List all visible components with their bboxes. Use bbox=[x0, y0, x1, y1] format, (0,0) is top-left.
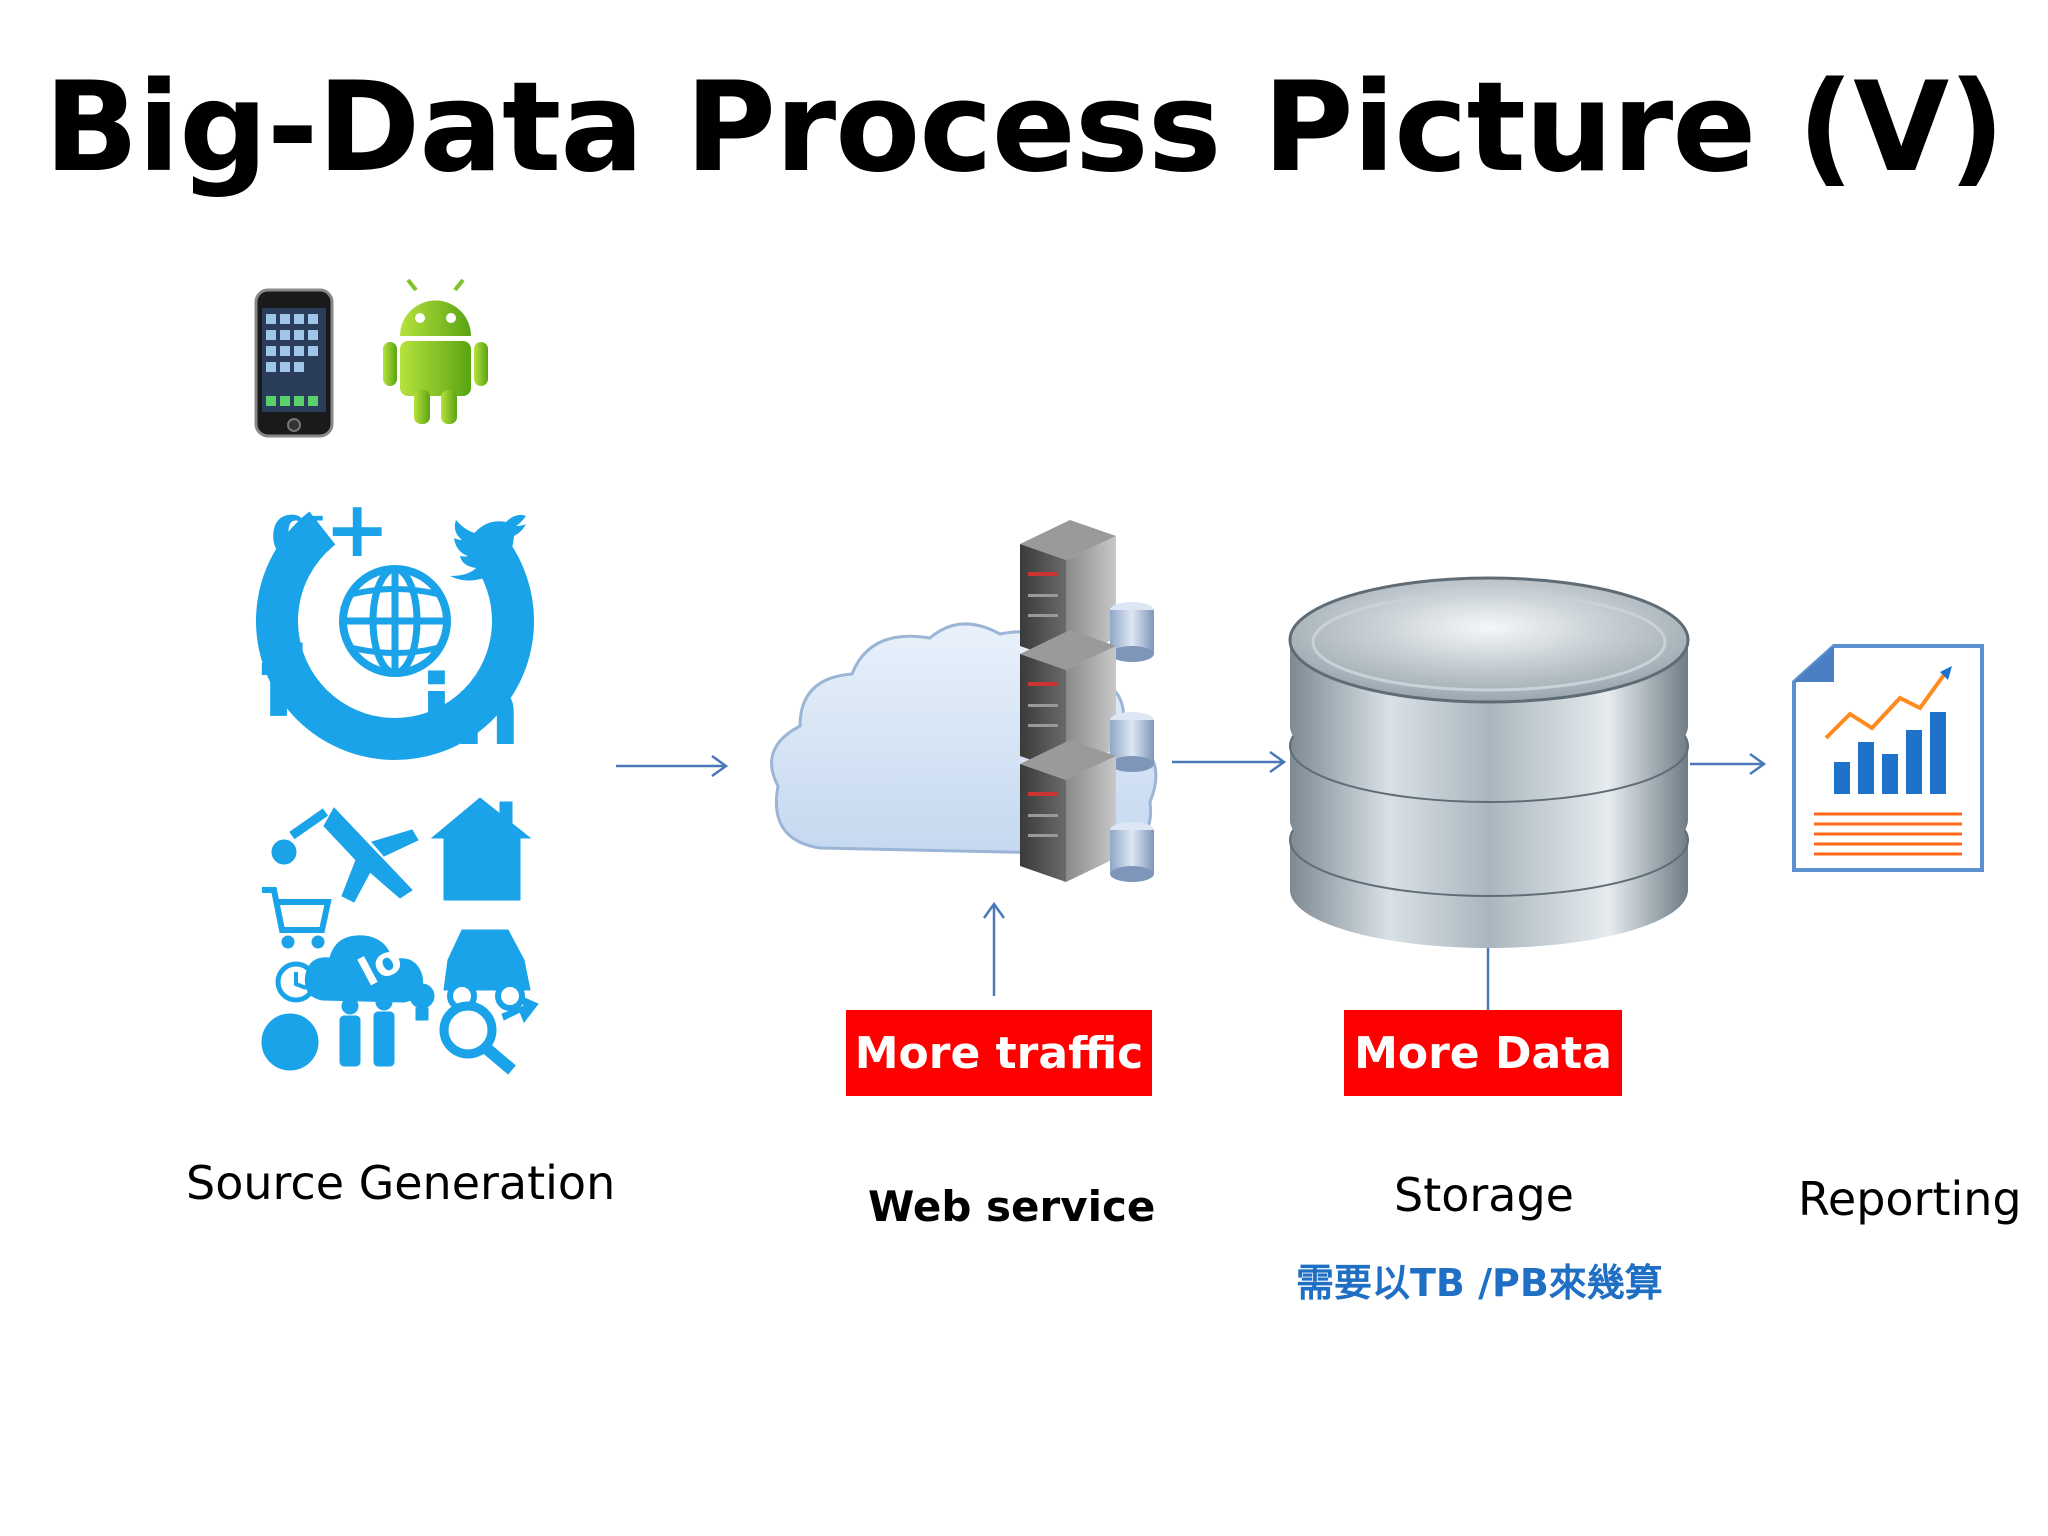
stage-label-reporting: Reporting bbox=[1798, 1172, 2022, 1226]
database-icon bbox=[1288, 576, 1690, 948]
more-data-callout: More Data bbox=[1344, 1010, 1622, 1096]
social-network-icon: g+ f in bbox=[256, 482, 534, 767]
arrow-traffic-up bbox=[982, 901, 1006, 996]
arrow-web-to-storage bbox=[1172, 750, 1287, 774]
page-title: Big-Data Process Picture (V) bbox=[44, 56, 2005, 200]
linkedin-letter: in bbox=[420, 655, 521, 767]
facebook-letter: f bbox=[260, 627, 303, 739]
stage-label-web: Web service bbox=[868, 1182, 1156, 1231]
more-traffic-callout: More traffic bbox=[846, 1010, 1152, 1096]
server-rack-icon bbox=[1020, 520, 1154, 882]
arrow-storage-to-reporting bbox=[1690, 752, 1767, 776]
storage-note: 需要以TB /PB來幾算 bbox=[1296, 1261, 1663, 1305]
arrow-source-to-web bbox=[616, 754, 729, 778]
stage-label-source: Source Generation bbox=[186, 1156, 616, 1210]
stage-label-storage: Storage bbox=[1394, 1168, 1574, 1222]
gplus-letter: g+ bbox=[270, 484, 390, 575]
report-chart-icon bbox=[1792, 644, 1984, 872]
android-icon bbox=[383, 278, 488, 424]
smartphone-icon bbox=[254, 288, 334, 438]
iot-collage-icon: IoT bbox=[261, 797, 539, 1075]
